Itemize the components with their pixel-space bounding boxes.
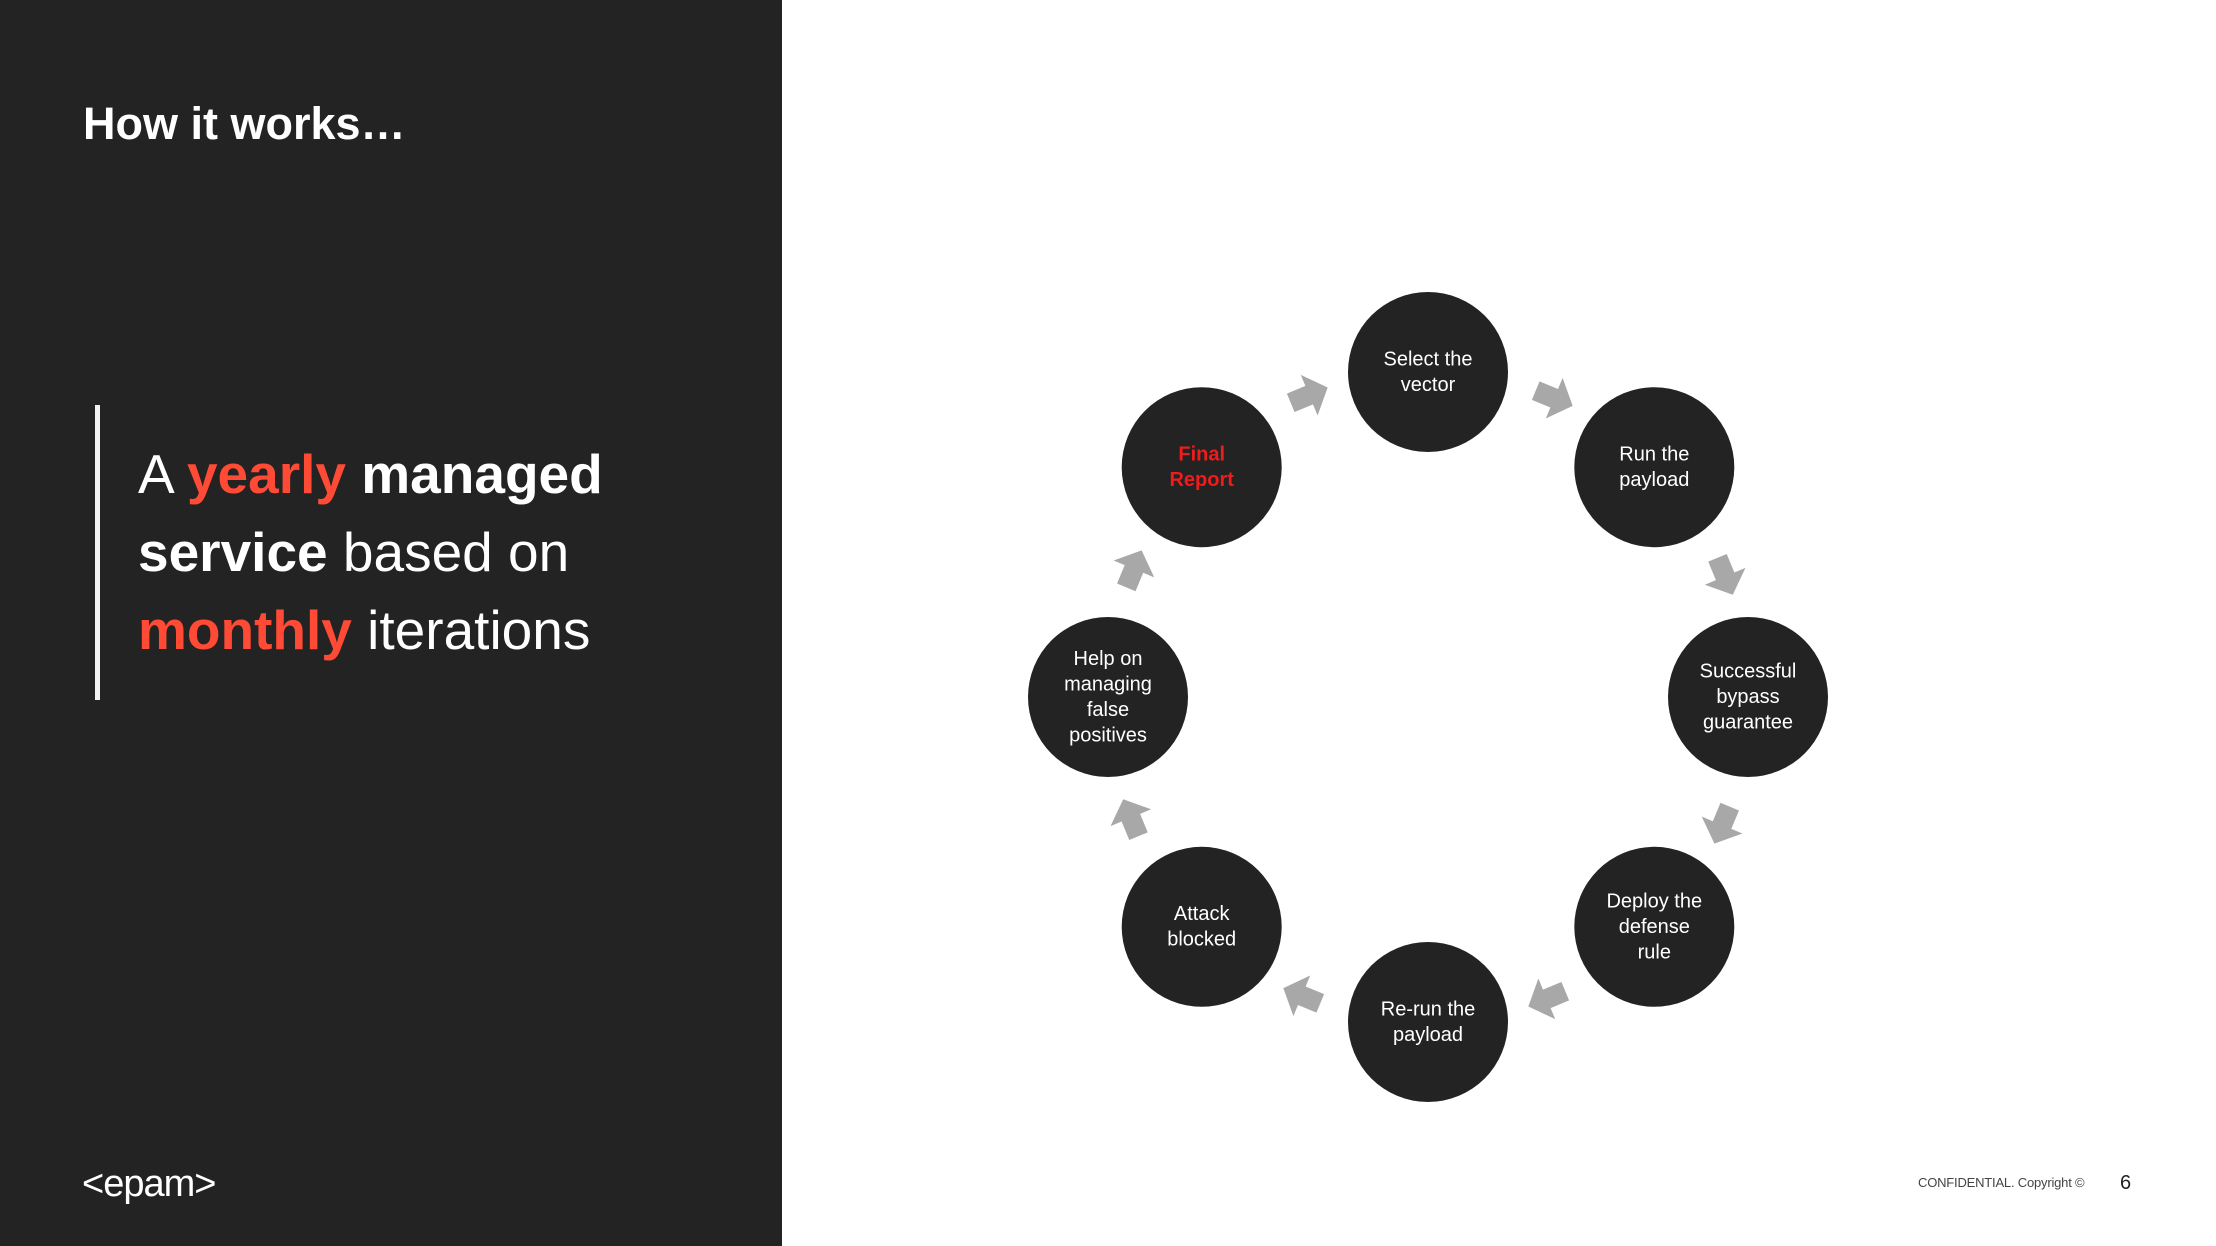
cycle-step-label-line: Successful (1700, 661, 1797, 683)
cycle-step: Re-run the payload (1348, 942, 1508, 1102)
cycle-arrow (1704, 553, 1746, 595)
cycle-arrow (1286, 374, 1328, 416)
cycle-step-label: Select the vector (1384, 348, 1473, 396)
cycle-step-circle (1668, 617, 1828, 777)
cycle-step-circle (1574, 846, 1735, 1007)
cycle-step: Attack blocked (1121, 846, 1282, 1007)
tagline-word-managed: managed (361, 443, 603, 505)
accent-bar (95, 405, 100, 700)
cycle-step-label-line: Run the (1619, 443, 1689, 465)
tagline-word-a: A (138, 443, 172, 505)
cycle-step-label: Re-run the payload (1381, 998, 1476, 1046)
epam-logo: <epam> (82, 1163, 216, 1205)
cycle-arrow (1528, 978, 1570, 1020)
cycle-step: Select the vector (1348, 292, 1508, 452)
tagline-word-service: service (138, 521, 328, 583)
arrow-shape (1283, 975, 1325, 1017)
cycle-step-label-line: Select the (1384, 348, 1473, 370)
cycle-arrow (1113, 550, 1155, 592)
cycle-step-circle (1348, 942, 1508, 1102)
cycle-step: Run the payload (1574, 387, 1735, 548)
cycle-step-label-line: positives (1069, 724, 1147, 746)
cycle-step-label-line: managing (1064, 673, 1152, 695)
cycle-step-label-line: Final (1178, 443, 1225, 465)
cycle-arrow (1531, 377, 1573, 419)
cycle-step-label-line: bypass (1716, 686, 1779, 708)
cycle-arrow (1283, 975, 1325, 1017)
cycle-step-circle (1028, 617, 1188, 777)
cycle-step-label-line: rule (1638, 941, 1671, 963)
cycle-step-label: Successful bypass guarantee (1700, 661, 1797, 734)
cycle-step-label-line: false (1087, 699, 1129, 721)
left-panel: How it works… A yearly managed service b… (0, 0, 782, 1246)
slide-title: How it works… (83, 98, 406, 149)
tagline-word-monthly: monthly (138, 599, 352, 661)
cycle-step-circle (1348, 292, 1508, 452)
arrow-shape (1704, 553, 1746, 595)
cycle-step-label-line: payload (1393, 1024, 1463, 1046)
confidential-notice: CONFIDENTIAL. Copyright © (1918, 1175, 2085, 1190)
cycle-step-label-line: Attack (1174, 903, 1231, 925)
tagline: A yearly managed service based on monthl… (138, 435, 603, 669)
arrow-shape (1701, 802, 1743, 844)
cycle-step: Successful bypass guarantee (1668, 617, 1828, 777)
cycle-step-circle (1574, 387, 1735, 548)
tagline-word-yearly: yearly (186, 443, 346, 505)
arrow-shape (1528, 978, 1570, 1020)
tagline-word-iterations: iterations (367, 599, 591, 661)
arrow-shape (1113, 550, 1155, 592)
cycle-step-circle (1121, 846, 1282, 1007)
cycle-arrow (1701, 802, 1743, 844)
cycle-step-label: Run the payload (1619, 443, 1689, 491)
arrow-shape (1286, 374, 1328, 416)
page-number: 6 (2120, 1172, 2132, 1194)
cycle-step-label: Attack blocked (1167, 903, 1236, 951)
arrow-shape (1110, 799, 1152, 841)
cycle-step-label-line: blocked (1167, 929, 1236, 951)
cycle-step-label-line: Report (1169, 469, 1234, 491)
cycle-step-label-line: Re-run the (1381, 998, 1476, 1020)
cycle-step-label-line: vector (1401, 374, 1456, 396)
cycle-arrow (1110, 799, 1152, 841)
cycle-step-label-line: guarantee (1703, 712, 1793, 734)
cycle-step: Help on managing false positives (1028, 617, 1188, 777)
cycle-step-circle (1121, 387, 1282, 548)
cycle-step-label-line: payload (1619, 469, 1689, 491)
arrow-shape (1531, 377, 1573, 419)
cycle-step: Deploy the defense rule (1574, 846, 1735, 1007)
cycle-step-label-line: Help on (1074, 648, 1143, 670)
cycle-step-label-line: defense (1619, 916, 1690, 938)
cycle-step-label: Deploy the defense rule (1606, 890, 1702, 963)
cycle-step-label: Help on managing false positives (1064, 648, 1152, 747)
tagline-word-based-on: based on (342, 521, 570, 583)
cycle-step-label-line: Deploy the (1606, 890, 1702, 912)
